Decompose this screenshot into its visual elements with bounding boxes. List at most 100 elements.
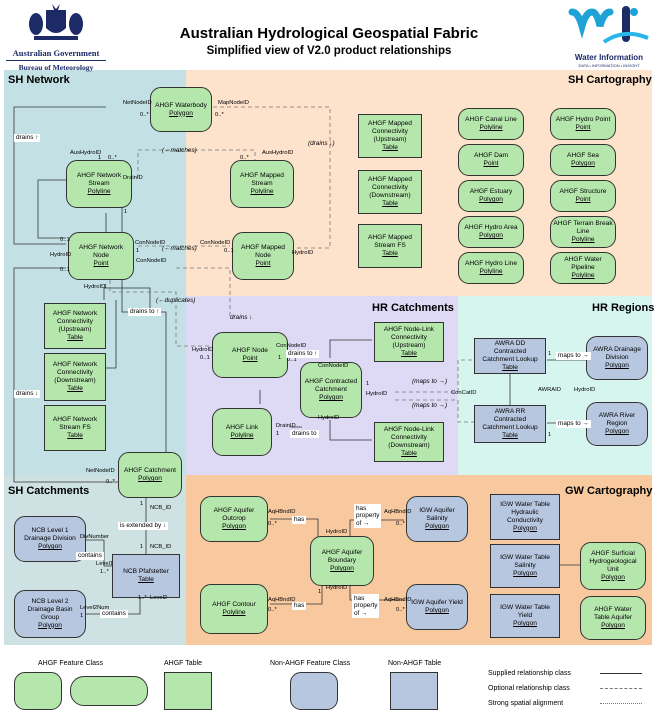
node-ahgf-node-link-connectivity-up[interactable]: AHGF Node-Link Connectivity (Upstream) T… (374, 322, 444, 362)
node-awra-rr-lookup[interactable]: AWRA RR Contracted Catchment Lookup Tabl… (474, 405, 546, 443)
node-ahgf-contracted-catchment[interactable]: AHGF Contracted Catchment Polygon (300, 362, 362, 418)
node-ncb-level-1[interactable]: NCB Level 1 Drainage Division Polygon (14, 516, 86, 562)
label-connodeid-e: ConNodeID (318, 363, 349, 369)
legend-label-optional: Optional relationship class (488, 685, 570, 692)
annotation-duplicates: (←duplicates) (156, 297, 196, 304)
legend-label-non-ahgf-fc: Non-AHGF Feature Class (270, 660, 351, 667)
node-ahgf-hydro-area[interactable]: AHGF Hydro Area Polygon (458, 216, 524, 248)
node-igw-wt-hydraulic-conductivity[interactable]: IGW Water Table Hydraulic Conductivity P… (490, 494, 560, 540)
node-name: AHGF Aquifer Boundary (321, 549, 363, 565)
node-ahgf-waterbody[interactable]: AHGF Waterbody Polygon (150, 87, 212, 132)
node-name: AHGF Node-Link Connectivity (Upstream) (383, 326, 435, 349)
legend-label-non-ahgf-table: Non-AHGF Table (388, 660, 442, 667)
node-ahgf-hydro-line[interactable]: AHGF Hydro Line Polyline (458, 252, 524, 284)
node-ahgf-aquifer-boundary[interactable]: AHGF Aquifer Boundary Polygon (310, 536, 374, 586)
gov-logo-line1: Australian Government (12, 48, 100, 58)
node-class: Table (401, 449, 417, 457)
node-class: Polygon (605, 361, 629, 369)
line-stream-drainid (121, 180, 167, 460)
dash-network-node-hr (176, 267, 231, 318)
label-hydroid-b: HydroID (292, 250, 314, 256)
node-ahgf-mapped-stream[interactable]: AHGF Mapped Stream Polyline (230, 160, 294, 208)
node-ahgf-water-pipeline[interactable]: AHGF Water Pipeline Polyline (550, 252, 616, 284)
node-class: Polygon (330, 564, 354, 572)
water-info-line2: DATA • INFORMATION • INSIGHT (578, 63, 640, 68)
node-ahgf-mapped-connectivity-up[interactable]: AHGF Mapped Connectivity (Upstream) Tabl… (358, 114, 422, 158)
node-ahgf-contour[interactable]: AHGF Contour Polyline (200, 584, 268, 634)
node-igw-aquifer-yield[interactable]: IGW Aquifer Yield Polygon (406, 584, 468, 630)
mult-waterbody-right: 0..* (215, 112, 224, 118)
node-ahgf-network-node[interactable]: AHGF Network Node Point (68, 232, 134, 280)
line-contour-boundary (270, 584, 323, 605)
node-ahgf-network-connectivity-up[interactable]: AHGF Network Connectivity (Upstream) Tab… (44, 303, 106, 349)
node-igw-aquifer-salinity[interactable]: IGW Aquifer Salinity Polygon (406, 496, 468, 542)
node-ahgf-estuary[interactable]: AHGF Estuary Polygon (458, 180, 524, 212)
label-netnodeid-top: NetNodeID (123, 100, 152, 106)
node-ahgf-canal-line[interactable]: AHGF Canal Line Polyline (458, 108, 524, 140)
label-connodeid-b: ConNodeID (200, 240, 231, 246)
node-name: AHGF Network Node (78, 244, 124, 260)
node-ahgf-network-stream-fs[interactable]: AHGF Network Stream FS Table (44, 405, 106, 451)
node-awra-river-region[interactable]: AWRA River Region Polygon (586, 402, 648, 446)
mult-1-h: 1 (548, 351, 552, 357)
node-name: AHGF Surficial Hydrogeological Unit (589, 550, 637, 573)
node-name: AHGF Node (232, 347, 268, 355)
node-class: Point (483, 160, 499, 167)
node-awra-dd-lookup[interactable]: AWRA DD Contracted Catchment Lookup Tabl… (474, 338, 546, 374)
annotation-maps-to-c: maps to → (556, 352, 591, 361)
node-ahgf-network-stream[interactable]: AHGF Network Stream Polyline (66, 160, 132, 208)
node-ahgf-aquifer-outcrop[interactable]: AHGF Aquifer Outcrop Polygon (200, 496, 268, 542)
node-name: AHGF Mapped Node (241, 244, 285, 260)
node-ahgf-structure[interactable]: AHGF Structure Point (550, 180, 616, 212)
annotation-matches-b: (←matches) (162, 245, 197, 252)
node-class: Polygon (169, 109, 193, 117)
label-ncbid-b: NCB_ID (150, 544, 172, 550)
node-ncb-level-2[interactable]: NCB Level 2 Drainage Basin Group Polygon (14, 590, 86, 638)
node-ahgf-hydro-point[interactable]: AHGF Hydro Point Point (550, 108, 616, 140)
legend: AHGF Feature Class AHGF Table Non-AHGF F… (0, 650, 658, 714)
node-igw-wt-yield[interactable]: IGW Water Table Yield Polygon (490, 594, 560, 638)
dash-maps-to-rr (395, 399, 474, 423)
annotation-drains-up: drains ↑ (14, 134, 41, 143)
node-ahgf-mapped-stream-fs[interactable]: AHGF Mapped Stream FS Table (358, 224, 422, 268)
node-ahgf-node-link-connectivity-down[interactable]: AHGF Node-Link Connectivity (Downstream)… (374, 422, 444, 462)
node-ahgf-dam[interactable]: AHGF Dam Point (458, 144, 524, 176)
mult-1-f: 1 (366, 381, 370, 387)
node-name: AHGF Water Table Aquifer (593, 606, 633, 622)
node-name: AHGF Network Stream FS (52, 416, 98, 432)
annotation-drains-italic: (drains ↓) (308, 140, 335, 147)
node-ahgf-link[interactable]: AHGF Link Polyline (212, 408, 272, 456)
node-ahgf-catchment[interactable]: AHGF Catchment Polygon (118, 452, 182, 498)
node-ahgf-mapped-node[interactable]: AHGF Mapped Node Point (232, 232, 294, 280)
node-ncb-pfafstetter[interactable]: NCB Pfafstetter Table (112, 554, 180, 598)
node-igw-wt-salinity[interactable]: IGW Water Table Salinity Polygon (490, 544, 560, 588)
node-class: Polygon (38, 542, 62, 550)
node-name: AWRA River Region (598, 412, 636, 428)
mult-1-g: 1 (276, 431, 280, 437)
annotation-drains-hr: drains ↓ (230, 314, 253, 321)
label-hydroid-e: HydroID (366, 391, 388, 397)
node-ahgf-surficial-unit[interactable]: AHGF Surficial Hydrogeological Unit Poly… (580, 542, 646, 590)
node-class: Table (382, 143, 398, 151)
node-name: AHGF Hydro Line (464, 260, 518, 268)
node-ahgf-network-connectivity-down[interactable]: AHGF Network Connectivity (Downstream) T… (44, 353, 106, 401)
node-ahgf-mapped-connectivity-down[interactable]: AHGF Mapped Connectivity (Downstream) Ta… (358, 170, 422, 214)
node-ahgf-terrain-break-line[interactable]: AHGF Terrain Break Line Polyline (550, 216, 616, 248)
node-ahgf-water-table-aquifer[interactable]: AHGF Water Table Aquifer Polygon (580, 596, 646, 640)
label-connodeid-a: ConNodeID (135, 240, 166, 246)
annotation-drains-to-up: drains to ↑ (128, 308, 162, 317)
label-hydroid-i: HydroID (326, 585, 348, 591)
annotation-is-extended-by: is extended by ↓ (118, 522, 169, 531)
node-class: Polygon (571, 160, 595, 167)
node-class: Polyline (571, 235, 595, 243)
node-awra-drainage-division[interactable]: AWRA Drainage Division Polygon (586, 336, 648, 380)
legend-label-supplied: Supplied relationship class (488, 670, 571, 677)
node-name: NCB Level 2 Drainage Basin Group (27, 598, 73, 621)
mult-1-d: 1 (104, 284, 108, 290)
node-ahgf-node[interactable]: AHGF Node Point (212, 332, 288, 378)
node-class: Table (138, 576, 154, 583)
node-class: Polygon (479, 196, 503, 203)
mult-01-d: 0..1 (200, 355, 210, 361)
node-name: AHGF Hydro Area (464, 224, 518, 232)
node-ahgf-sea[interactable]: AHGF Sea Polygon (550, 144, 616, 176)
